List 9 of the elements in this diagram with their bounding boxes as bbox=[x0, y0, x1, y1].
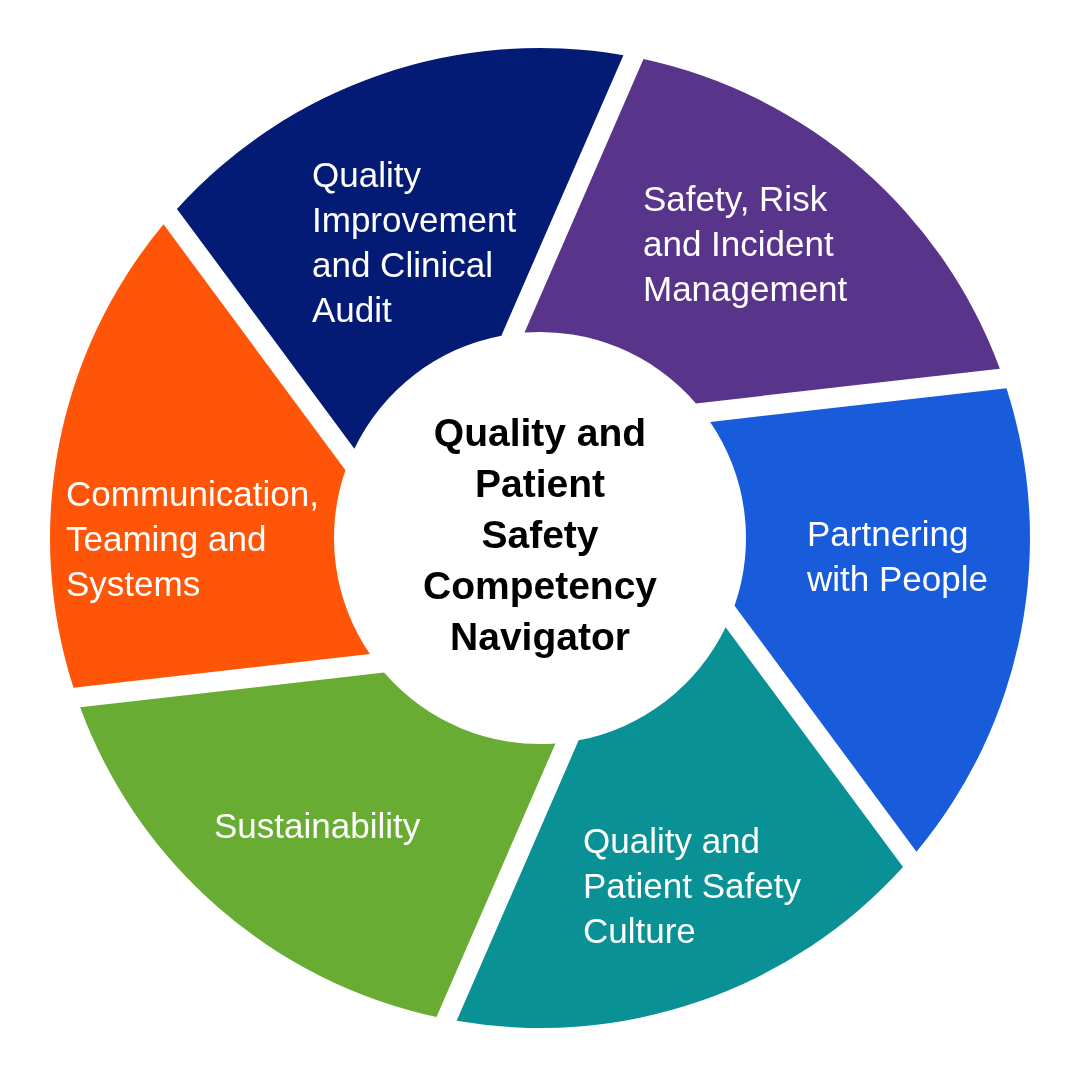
segment-label: Quality Improvement and Clinical Audit bbox=[312, 154, 518, 331]
ring-segment bbox=[524, 59, 1000, 404]
segment-label: Partnering with People bbox=[807, 513, 989, 600]
ring-segment bbox=[80, 672, 556, 1017]
segment-label: Quality and Patient Safety Culture bbox=[583, 820, 802, 952]
hub-label: Quality and Patient Safety Competency Navigator bbox=[422, 410, 658, 660]
segment-label: Sustainability bbox=[214, 805, 422, 847]
segment-label: Safety, Risk and Incident Management bbox=[643, 178, 849, 310]
segment-label: Communication, Teaming and Systems bbox=[66, 473, 320, 605]
